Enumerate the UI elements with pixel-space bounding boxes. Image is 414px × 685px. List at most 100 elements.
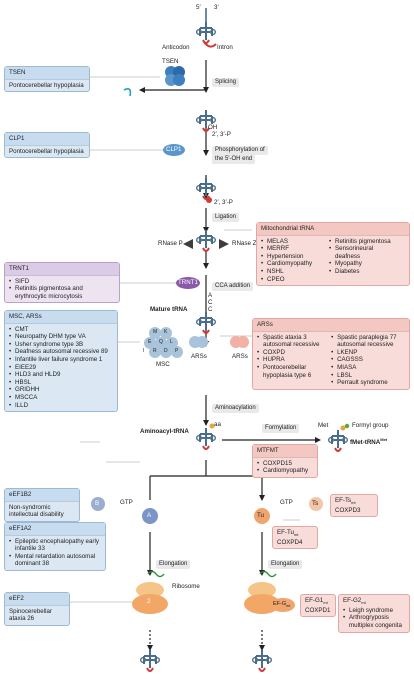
three-prime-label: 3′ (214, 4, 219, 11)
aa-label: aa (214, 421, 221, 428)
ribosome-right-icon (244, 570, 280, 614)
mito-item: Retinitis pigmentosa (329, 238, 399, 246)
arss-item: Perrault syndrome (331, 379, 405, 387)
arss-item: CAGSSS (331, 356, 405, 364)
fmet-trna-label: fMet-tRNAMet (350, 437, 388, 447)
trnt1-item: SIFD (9, 278, 115, 286)
oh-label: OH (208, 124, 218, 131)
phospho-step-1: Phosphorylation of (212, 146, 268, 156)
efg2-name: EF-G2 (343, 597, 362, 604)
msc-item: Neuropathy DHM type VA (9, 333, 113, 341)
acc-c2: C (208, 306, 213, 313)
cca-step: CCA addition (212, 282, 254, 292)
msc-letter: K (164, 329, 168, 335)
met-label: Met (318, 422, 329, 429)
arss-box: ARSs Spastic ataxia 3 autosomal recessiv… (252, 318, 410, 390)
clp1-header: CLP1 (5, 133, 89, 146)
clp1-disease: Pontocerebellar hypoplasia (9, 147, 84, 155)
intron-label: Intron (217, 44, 233, 51)
msc-box: MSC, ARSs CMT Neuropathy DHM type VA Ush… (4, 310, 118, 413)
p-end-label-1: 2′, 3′-P (212, 131, 231, 138)
eef1b2-header: eEF1B2 (5, 489, 79, 502)
efg2-box: EF-G2mt Leigh syndrome Arthrogryposis mu… (338, 594, 410, 633)
msc-letter: E (148, 339, 152, 345)
aminoacyl-trna-shape (195, 423, 217, 450)
five-prime-label: 5′ (196, 4, 201, 11)
rnase-p-label: RNase P (158, 240, 183, 247)
arss-item: LKENP (331, 349, 405, 357)
arss-item: LBSL (331, 372, 405, 380)
msc-letter: R (153, 348, 157, 354)
efg1-name: EF-G1 (305, 597, 324, 604)
eft-tu-name: EF-Tu (277, 529, 294, 536)
eft-ts-name: EF-Ts (335, 497, 352, 504)
mature-trna-shape (195, 311, 217, 334)
acc-c1: C (208, 299, 213, 306)
gtp-left: GTP (120, 499, 133, 506)
mtfmt-item: Cardiomyopathy (257, 467, 313, 475)
msc-item: MSCCA (9, 394, 113, 402)
eef1a2-item: Mental retardation autosomal dominant 38 (9, 553, 101, 568)
gtp-right: GTP (280, 499, 293, 506)
mito-trna-box: Mitochondrial tRNA MELAS MERRF Hypertens… (256, 222, 410, 287)
aminoacyl-trna-label: Aminoacyl-tRNA (140, 428, 189, 435)
tu-node-label: Tu (257, 512, 264, 519)
msc-complex-icon (144, 327, 183, 358)
msc-item: HBSL (9, 379, 113, 387)
msc-letter: D (164, 348, 168, 354)
ribosome-left-icon (132, 570, 168, 614)
arss-item: COXPD (257, 349, 325, 357)
acc-a: A (208, 292, 213, 299)
mito-item: Hypertension (261, 253, 323, 261)
eef2-node-label: 2 (147, 598, 151, 605)
msc-item: HLD3 and HLD9 (9, 371, 113, 379)
msc-letter: M (153, 329, 158, 335)
mito-item: NSHL (261, 268, 323, 276)
mito-item: MERRF (261, 245, 323, 253)
anticodon-label: Anticodon (162, 44, 190, 51)
formyl-group-label: Formyl group (352, 422, 389, 429)
arss-label-mito: ARSs (232, 353, 248, 360)
eef1b2-box: eEF1B2 Non-syndromic intellectual disabi… (4, 488, 80, 522)
formylation-step: Formylation (262, 424, 300, 434)
arss-mito-icon (230, 336, 249, 348)
efg1-disease: COXPD1 (305, 606, 331, 614)
arss-item: Pontocerebellar hypoplasia type 6 (257, 364, 325, 379)
ts-node (309, 497, 323, 511)
eef1b2-node-label: B (95, 500, 100, 507)
left-trna-bottom (139, 649, 161, 672)
mito-item: Cardiomyopathy (261, 260, 323, 268)
msc-item: EIEE29 (9, 364, 113, 372)
right-trna-bottom (251, 649, 273, 672)
ribosome-label: Ribosome (172, 583, 200, 590)
clp1-box: CLP1 Pontocerebellar hypoplasia (4, 132, 90, 159)
eef1a2-item: Epileptic encephalopathy early infantile… (9, 538, 101, 553)
msc-item: ILLD (9, 402, 113, 410)
ligation-step: Ligation (212, 213, 240, 223)
rnase-z-icon (219, 239, 229, 249)
eft-tu-disease: COXPD4 (277, 538, 303, 546)
eef1a2-header: eEF1A2 (5, 523, 105, 536)
mito-item: Diabetes (329, 268, 399, 276)
tu-node (254, 508, 270, 524)
p-end-label-2: 2′, 3′-P (214, 199, 233, 206)
msc-letter: L (170, 339, 173, 345)
ts-node-label: Ts (312, 500, 319, 507)
msc-item: Infantile liver failure syndrome 1 (9, 356, 113, 364)
msc-cluster-label: MSC (156, 361, 170, 368)
msc-letter: I (143, 348, 145, 354)
eef1b2-node (91, 497, 105, 511)
trnt1-node-label: TRNT1 (178, 279, 198, 286)
mito-item: MELAS (261, 238, 323, 246)
eef2-box: eEF2 Spinocerebellar ataxia 26 (4, 592, 70, 626)
msc-letter: Q (159, 339, 163, 345)
trna-after-ligation (195, 229, 217, 252)
mito-item: Sensorineural deafness (329, 245, 399, 260)
arss-item: Spastic paraplegia 77 autosomal recessiv… (331, 334, 405, 349)
efg2-item: Arthrogryposis multiplex congenita (343, 614, 405, 629)
mtfmt-box: MTFMT COXPD15 Cardiomyopathy (252, 444, 318, 478)
splicing-step: Splicing (212, 78, 240, 88)
eft-ts-disease: COXPD3 (335, 506, 361, 514)
mito-item: Myopathy (329, 260, 399, 268)
eef2-disease: Spinocerebellar ataxia 26 (9, 607, 52, 623)
